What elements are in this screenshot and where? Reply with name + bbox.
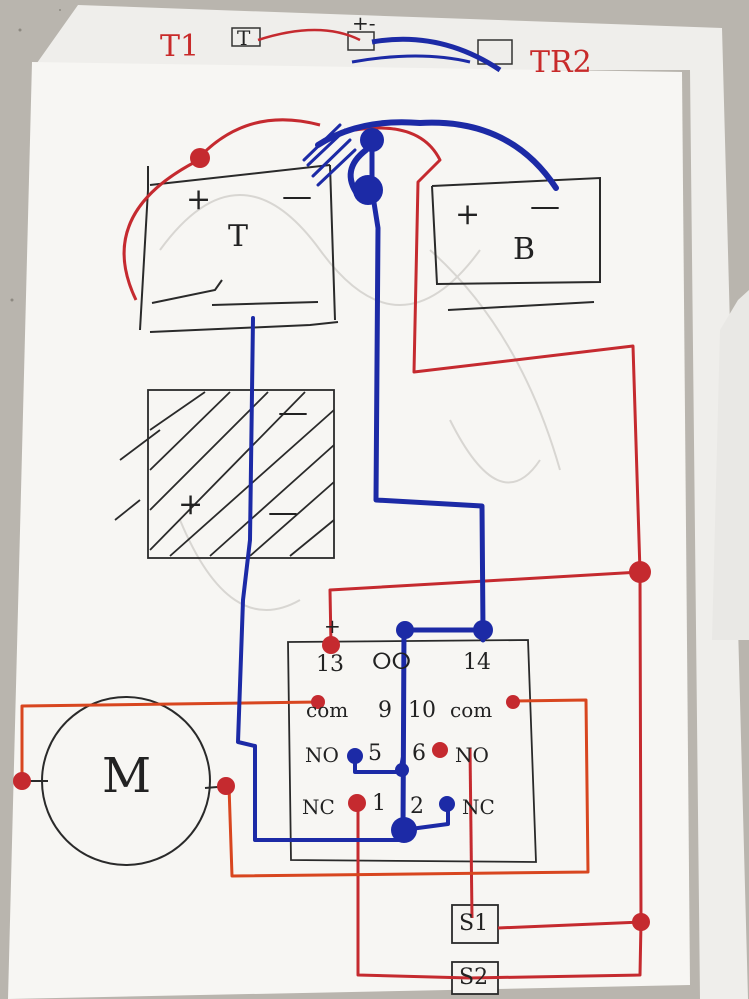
- relay-no-right: NO: [455, 743, 489, 767]
- back-plus-minus-label: +-: [352, 11, 376, 35]
- relay-pin-9: 9: [378, 698, 392, 723]
- relay-box: [287, 639, 537, 863]
- relay-nc-left: NC: [302, 795, 335, 819]
- relay-pin-13: 13: [316, 652, 344, 677]
- tr2-label: TR2: [530, 45, 592, 80]
- battery-t-label: T: [228, 219, 249, 254]
- red-junction-dots: [13, 148, 651, 931]
- battery-t-box: [139, 164, 339, 333]
- switch-s2-label: S2: [459, 965, 489, 990]
- relay-nc-right: NC: [462, 795, 495, 819]
- show-through-sketch: [159, 194, 561, 611]
- battery-b-label: B: [513, 232, 536, 267]
- crossed-box-minus: —: [268, 495, 298, 530]
- relay-pin-10: 10: [408, 698, 436, 723]
- relay-plus-mark: +: [324, 614, 341, 638]
- blue-junction-dots: [347, 128, 493, 843]
- relay-pin-2: 2: [410, 794, 424, 819]
- relay-coil-symbol: ⵔⵔ: [372, 650, 412, 675]
- relay-no-left: NO: [305, 743, 339, 767]
- front-paper-sheet: [8, 62, 690, 999]
- t1-label: T1: [160, 29, 200, 64]
- battery-b-minus: —: [530, 189, 560, 224]
- battery-t-plus: +: [186, 182, 212, 217]
- crossed-box-minus-top: —: [278, 395, 308, 430]
- crossed-box-plus: +: [178, 487, 204, 522]
- orange-wires: [20, 698, 590, 878]
- red-wires: [122, 118, 643, 980]
- battery-b-box: [431, 176, 601, 311]
- back-t-label: T: [237, 26, 251, 50]
- relay-pin-14: 14: [463, 650, 491, 675]
- relay-pin-6: 6: [412, 741, 426, 766]
- switch-s1-label: S1: [459, 911, 489, 936]
- relay-com-right: com: [450, 698, 493, 722]
- back-sheet-sketch: [231, 27, 513, 73]
- relay-pin-1: 1: [372, 791, 386, 816]
- relay-pin-5: 5: [368, 741, 382, 766]
- battery-b-plus: +: [455, 197, 481, 232]
- relay-com-left: com: [306, 698, 349, 722]
- edge-paper-sheet: [712, 290, 749, 640]
- motor-label: M: [102, 748, 152, 804]
- battery-t-minus: —: [282, 179, 312, 214]
